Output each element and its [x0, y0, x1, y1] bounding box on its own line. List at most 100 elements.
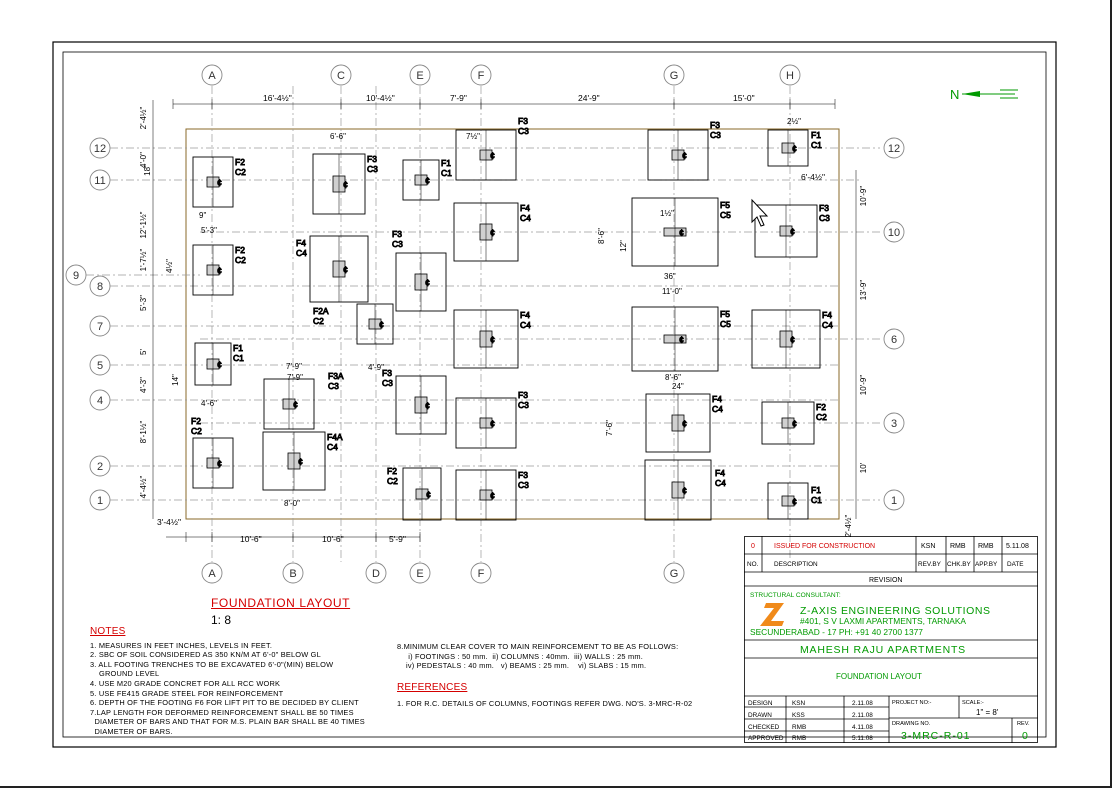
outer-frame [52, 41, 1057, 748]
footing-label: F3 [367, 154, 377, 164]
footing-dimension: 24" [672, 382, 684, 391]
grid-bubble-top-E: E [409, 64, 431, 86]
north-label: N [950, 87, 959, 102]
footing-label: F3 [392, 229, 402, 239]
column-label: C3 [392, 239, 403, 249]
grid-bubble-bottom-G: G [663, 562, 685, 584]
grid-bubble-bottom-F: F [470, 562, 492, 584]
footing-label: F4 [715, 468, 725, 478]
note-8: 8.MINIMUM CLEAR COVER TO MAIN REINFORCEM… [397, 642, 679, 651]
grid-bubble-bottom-B: B [282, 562, 304, 584]
footing-label: F5 [720, 200, 730, 210]
grid-bubble-left-1: 1 [89, 489, 111, 511]
column-label: C1 [811, 140, 822, 150]
signoff-who-3: RMB [792, 724, 806, 731]
signoff-who-2: KSS [792, 712, 805, 719]
grid-bubble-right-12-label: 12 [888, 143, 900, 155]
rev-date: 5.11.08 [1006, 543, 1029, 550]
title-block: 0 ISSUED FOR CONSTRUCTION KSN RMB RMB 5.… [744, 536, 1038, 743]
left-dimension: 1'-7½" [139, 249, 148, 272]
left-dimension: 4'-4½" [139, 476, 148, 499]
footing-dimension: 9" [199, 211, 206, 220]
drawing-title: FOUNDATION LAYOUT 1: 8 [211, 596, 350, 627]
column-label: C1 [811, 495, 822, 505]
left-dimension: 8'-1½" [139, 421, 148, 444]
grid-bubble-top-G: G [663, 64, 685, 86]
left-dimension: 5'-3" [139, 295, 148, 311]
grid-bubble-top-F: F [470, 64, 492, 86]
note-7b: DIAMETER OF BARS AND THAT FOR M.S. PLAIN… [90, 717, 365, 727]
column-label: C4 [520, 213, 531, 223]
note-5: 5. USE FE415 GRADE STEEL FOR REINFORCEME… [90, 688, 284, 698]
left-dimension: 12'-1½" [139, 211, 148, 238]
signoff-role-4: APPROVED [748, 735, 784, 742]
column-label: C3 [367, 164, 378, 174]
left-dimension: 4'-0" [139, 152, 148, 168]
right-dimension: 10'-9" [859, 186, 868, 207]
drawing-title-heading: FOUNDATION LAYOUT [211, 596, 351, 610]
footing-label: F3 [382, 368, 392, 378]
grid-bubble-right-1: 1 [883, 489, 905, 511]
footing-label: F4A [327, 432, 343, 442]
footing-dimension: 14" [171, 374, 180, 386]
bottom-dimension: 2'-4½" [844, 515, 853, 538]
footing-dimension: 12" [619, 240, 628, 252]
footing-label: F4 [822, 310, 832, 320]
centerline-mark: ¢ [790, 335, 795, 345]
signoff-who-4: RMB [792, 735, 806, 742]
bottom-dimension: 5'-9" [389, 534, 406, 544]
grid-bubble-right-3: 3 [883, 412, 905, 434]
centerline-mark: ¢ [682, 151, 687, 161]
column-label: C4 [715, 478, 726, 488]
footing-label: F3A [328, 371, 344, 381]
top-dimension: 15'-0" [733, 93, 755, 103]
centerline-mark: ¢ [217, 266, 222, 276]
grid-bubble-top-H-label: H [786, 70, 794, 82]
company-logo-icon: Z [758, 603, 784, 636]
inner-frame [62, 51, 1047, 738]
grid-bubble-left-5-label: 5 [97, 360, 103, 372]
mouse-cursor-icon [751, 198, 769, 227]
left-dimension: 4'-3" [139, 377, 148, 393]
centerline-mark: ¢ [298, 457, 303, 467]
note-7c: DIAMETER OF BARS. [90, 726, 173, 736]
centerline-mark: ¢ [343, 180, 348, 190]
footing-dimension: 18" [143, 164, 152, 176]
column-label: C5 [720, 210, 731, 220]
notes-section: NOTES 1. MEASURES IN FEET INCHES, LEVELS… [90, 627, 365, 737]
footing-dimension: 2½" [787, 117, 801, 126]
column-label: C2 [313, 316, 324, 326]
grid-bubble-left-9-label: 9 [73, 270, 79, 282]
north-arrow: N [950, 87, 1018, 102]
top-dimension: 7'-9" [450, 93, 467, 103]
column-label: C4 [712, 404, 723, 414]
footing-dimension: 1½" [660, 209, 674, 218]
footing-dimension: 7'-9" [286, 362, 302, 371]
footing-dimension: 4½" [165, 259, 174, 273]
centerline-mark: ¢ [425, 278, 430, 288]
centerline-mark: ¢ [217, 360, 222, 370]
scale-value: 1" = 8' [976, 708, 999, 717]
grid-bubble-bottom-G-label: G [670, 568, 679, 580]
column-label: C4 [327, 442, 338, 452]
grid-bubble-bottom-A-label: A [208, 568, 216, 580]
footing-label: F2 [235, 245, 245, 255]
centerline-mark: ¢ [490, 228, 495, 238]
centerline-mark: ¢ [679, 335, 684, 345]
grid-bubble-bottom-D: D [365, 562, 387, 584]
centerline-mark: ¢ [682, 486, 687, 496]
bottom-dimension: 3'-4½" [157, 517, 181, 527]
grid-bubble-left-1-label: 1 [97, 495, 103, 507]
grid-bubble-bottom-F-label: F [478, 568, 485, 580]
grid-bubble-top-E-label: E [416, 70, 423, 82]
top-dimension: 16'-4½" [263, 93, 292, 103]
